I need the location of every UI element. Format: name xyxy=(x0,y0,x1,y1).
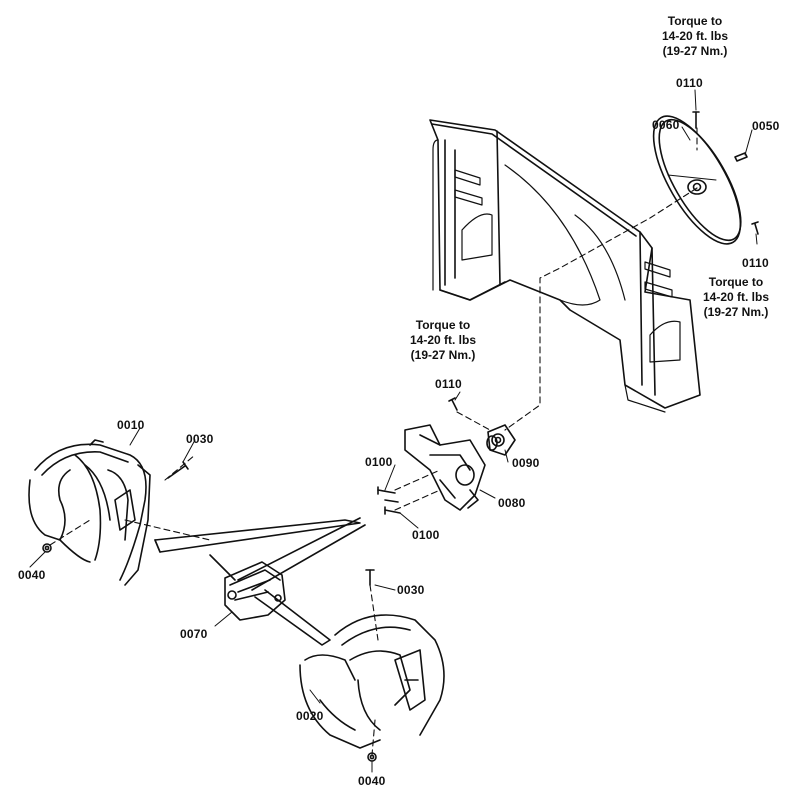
part-label-0080: 0080 xyxy=(498,496,526,510)
part-label-0110-right: 0110 xyxy=(742,256,769,270)
torque-note-line: Torque to xyxy=(415,318,471,332)
part-label-0090: 0090 xyxy=(512,456,540,470)
part-label-0020: 0020 xyxy=(296,709,324,723)
torque-note-line: (19-27 Nm.) xyxy=(703,305,769,319)
part-label-0010: 0010 xyxy=(117,418,145,432)
part-label-0100-upper: 0100 xyxy=(365,455,393,469)
pulley-part xyxy=(652,115,742,245)
bolt-0110-middle xyxy=(448,397,458,411)
gearbox-part xyxy=(224,561,286,621)
part-label-0040-right: 0040 xyxy=(358,774,386,788)
part-label-0030-right: 0030 xyxy=(397,583,425,597)
torque-note-line: Torque to xyxy=(708,275,764,289)
auger-shaft xyxy=(154,517,366,646)
part-label-0110-middle: 0110 xyxy=(435,377,462,391)
torque-note-line: 14-20 ft. lbs xyxy=(661,29,729,43)
auger-spiral-left xyxy=(28,439,151,586)
part-label-0100-lower: 0100 xyxy=(412,528,440,542)
torque-note-middle: Torque to 14-20 ft. lbs (19-27 Nm.) xyxy=(383,318,503,363)
torque-note-right: Torque to 14-20 ft. lbs (19-27 Nm.) xyxy=(676,275,796,320)
torque-note-line: Torque to xyxy=(667,14,723,28)
part-label-0050: 0050 xyxy=(752,119,780,133)
bolt-0110-right xyxy=(751,221,759,235)
bolts-0100 xyxy=(377,486,401,515)
torque-note-top: Torque to 14-20 ft. lbs (19-27 Nm.) xyxy=(635,14,755,59)
auger-housing xyxy=(429,119,701,413)
torque-note-line: (19-27 Nm.) xyxy=(410,348,476,362)
leader-lines xyxy=(29,89,758,773)
part-label-0040-left: 0040 xyxy=(18,568,46,582)
part-label-0060: 0060 xyxy=(652,118,680,132)
part-label-0030-left: 0030 xyxy=(186,432,214,446)
bolt-0030-right xyxy=(365,569,375,586)
bolt-0030-left xyxy=(167,461,189,479)
key-0050 xyxy=(734,152,748,162)
nut-0040-left xyxy=(42,543,52,553)
impeller-part xyxy=(404,424,486,511)
part-label-0110-top: 0110 xyxy=(676,76,703,90)
torque-note-line: 14-20 ft. lbs xyxy=(409,333,477,347)
torque-note-line: 14-20 ft. lbs xyxy=(702,290,770,304)
auger-spiral-right xyxy=(299,614,445,749)
bearing-flange-part xyxy=(486,424,516,456)
alignment-lines xyxy=(49,127,698,756)
bolt-0110-top xyxy=(692,111,700,129)
part-label-0070: 0070 xyxy=(180,627,208,641)
torque-note-line: (19-27 Nm.) xyxy=(662,44,728,58)
